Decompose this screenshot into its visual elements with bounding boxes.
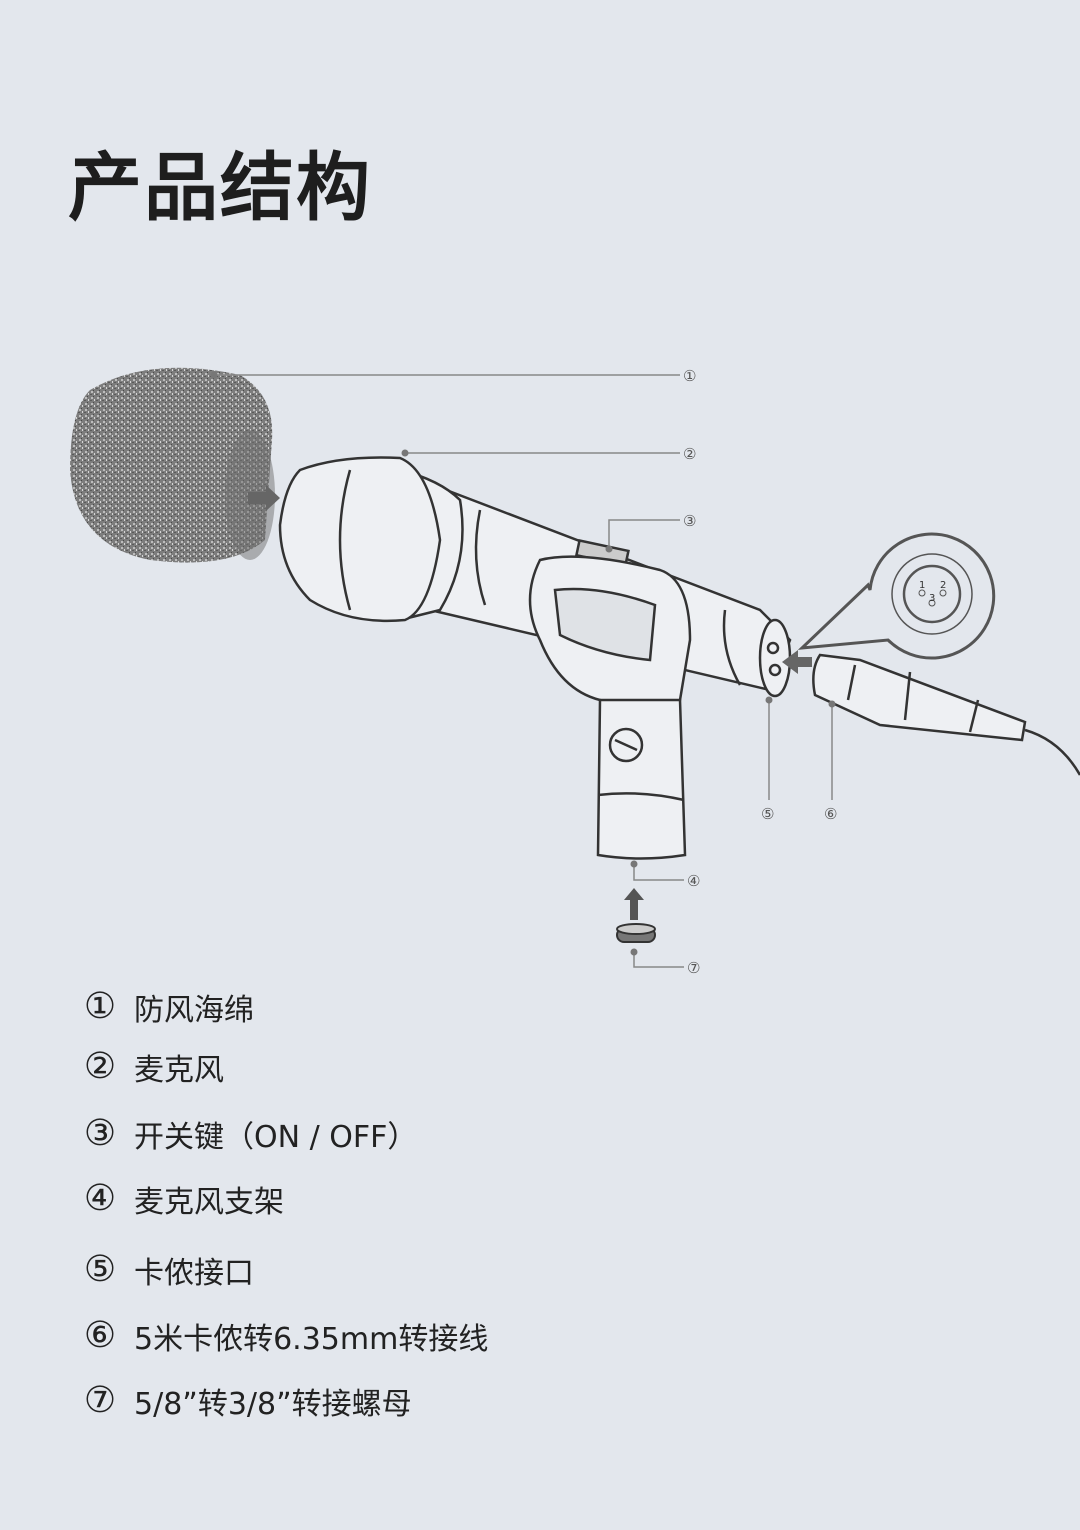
- legend-number: ②: [83, 1046, 117, 1087]
- foam-windscreen: [70, 367, 275, 563]
- legend-number: ④: [83, 1178, 117, 1219]
- callout-lines: [214, 374, 833, 968]
- legend-label: 麦克风: [134, 1053, 224, 1088]
- callout-2: ②: [683, 445, 696, 463]
- callout-1: ①: [683, 367, 696, 385]
- legend-label: 5米卡侬转6.35mm转接线: [134, 1322, 489, 1357]
- adapter-nut: [616, 888, 656, 943]
- pin-label: 1: [919, 580, 925, 591]
- pin-label: 3: [929, 593, 935, 604]
- xlr-cable: [812, 653, 1080, 776]
- legend-number: ⑥: [83, 1315, 117, 1356]
- legend-number: ③: [83, 1113, 117, 1154]
- legend-label: 5/8”转3/8”转接螺母: [134, 1387, 412, 1422]
- callout-6: ⑥: [824, 805, 837, 823]
- arrow-icon: [248, 485, 280, 511]
- xlr-pin-inset: 1 2 3: [797, 532, 996, 660]
- legend-item: ⑤ 卡侬接口: [80, 1248, 254, 1292]
- callout-3: ③: [683, 512, 696, 530]
- microphone-stand-clip: [528, 555, 692, 860]
- legend-item: ⑥ 5米卡侬转6.35mm转接线: [80, 1314, 488, 1358]
- page-title: 产品结构: [68, 145, 372, 231]
- callout-4: ④: [687, 872, 700, 890]
- legend-item: ⑦ 5/8”转3/8”转接螺母: [80, 1379, 412, 1423]
- legend-label: 麦克风支架: [134, 1185, 284, 1220]
- legend-item: ③ 开关键（ON / OFF）: [80, 1112, 418, 1156]
- callout-5: ⑤: [761, 805, 774, 823]
- callout-7: ⑦: [687, 959, 700, 977]
- arrow-icon: [782, 650, 812, 674]
- legend-number: ⑤: [83, 1249, 117, 1290]
- legend-item: ① 防风海绵: [80, 985, 254, 1029]
- legend-label: 防风海绵: [134, 993, 254, 1028]
- pin-label: 2: [940, 580, 946, 591]
- product-diagram: 1 2 3 ① ② ③ ④ ⑤ ⑥ ⑦: [70, 367, 1080, 977]
- legend-item: ② 麦克风: [80, 1045, 224, 1089]
- legend-label: 卡侬接口: [134, 1256, 254, 1291]
- legend-label: 开关键（ON / OFF）: [134, 1120, 418, 1155]
- legend-number: ⑦: [83, 1380, 117, 1421]
- legend-number: ①: [83, 986, 117, 1027]
- legend-item: ④ 麦克风支架: [80, 1177, 284, 1221]
